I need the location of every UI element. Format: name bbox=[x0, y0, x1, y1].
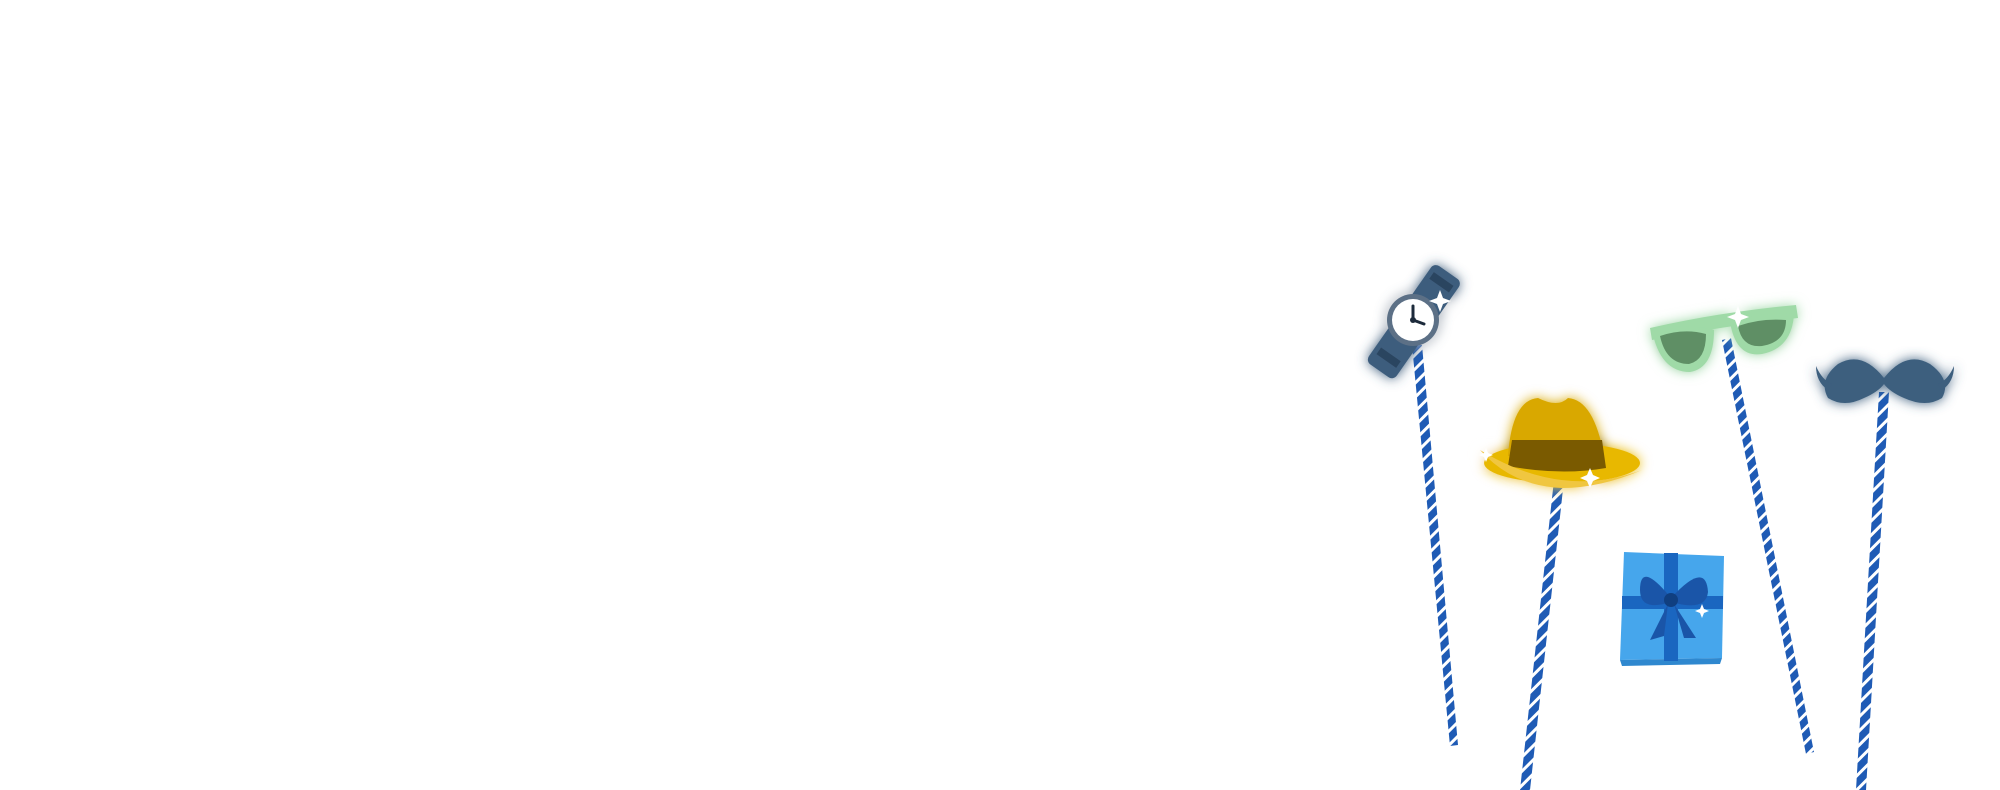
watch-stick bbox=[1412, 345, 1458, 746]
prop-sticks bbox=[1412, 338, 1889, 790]
sunglasses-stick bbox=[1722, 338, 1814, 754]
mustache-icon bbox=[1816, 359, 1954, 403]
mustache-stick bbox=[1856, 392, 1889, 790]
hat-icon bbox=[1479, 398, 1642, 488]
hat-stick bbox=[1520, 480, 1564, 790]
watch-icon bbox=[1367, 265, 1460, 379]
sunglasses-icon bbox=[1650, 305, 1798, 372]
gift-icon bbox=[1620, 552, 1724, 666]
